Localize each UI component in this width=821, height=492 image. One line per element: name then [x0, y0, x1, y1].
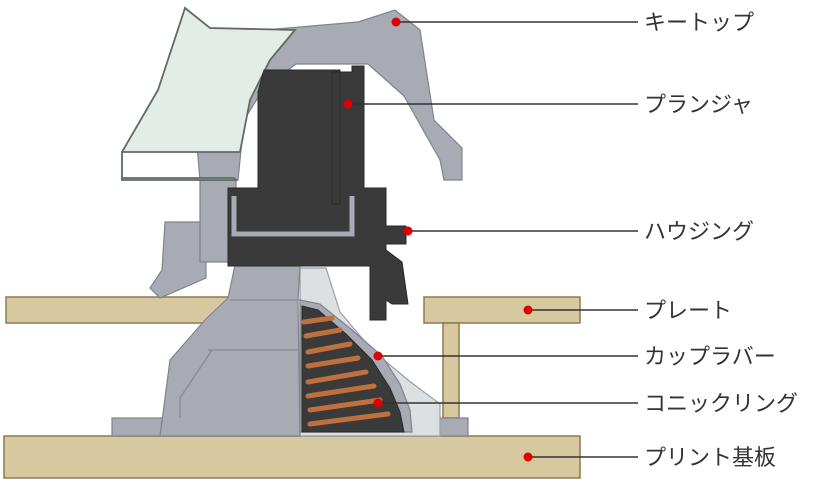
plunger-inner-border [231, 196, 355, 237]
plate-label: プレート [644, 299, 732, 324]
conic-spring-coils [301, 315, 391, 427]
plate-marker-icon [523, 305, 533, 315]
pcb-board [3, 435, 581, 479]
conic-spring-marker-icon [373, 398, 383, 408]
keytop-marker-icon [391, 17, 401, 27]
housing-detail-lines [179, 299, 300, 418]
pcb-marker-icon [523, 452, 533, 462]
keytop-front [121, 6, 297, 181]
keytop-label: キートップ [644, 11, 754, 36]
cup-rubber-marker-icon [373, 351, 383, 361]
plate-left [5, 296, 229, 324]
plunger-shape [227, 65, 409, 321]
conic-spring-label: コニックリング [644, 392, 798, 417]
plunger-marker-icon [343, 99, 353, 109]
housing-left-side [149, 221, 207, 299]
cup-rubber-label: カップラバー [644, 345, 776, 370]
pcb-label: プリント基板 [644, 446, 776, 471]
housing-label: ハウジング [644, 220, 754, 245]
plunger-label: プランジャ [644, 93, 753, 118]
housing-marker-icon [403, 226, 413, 236]
